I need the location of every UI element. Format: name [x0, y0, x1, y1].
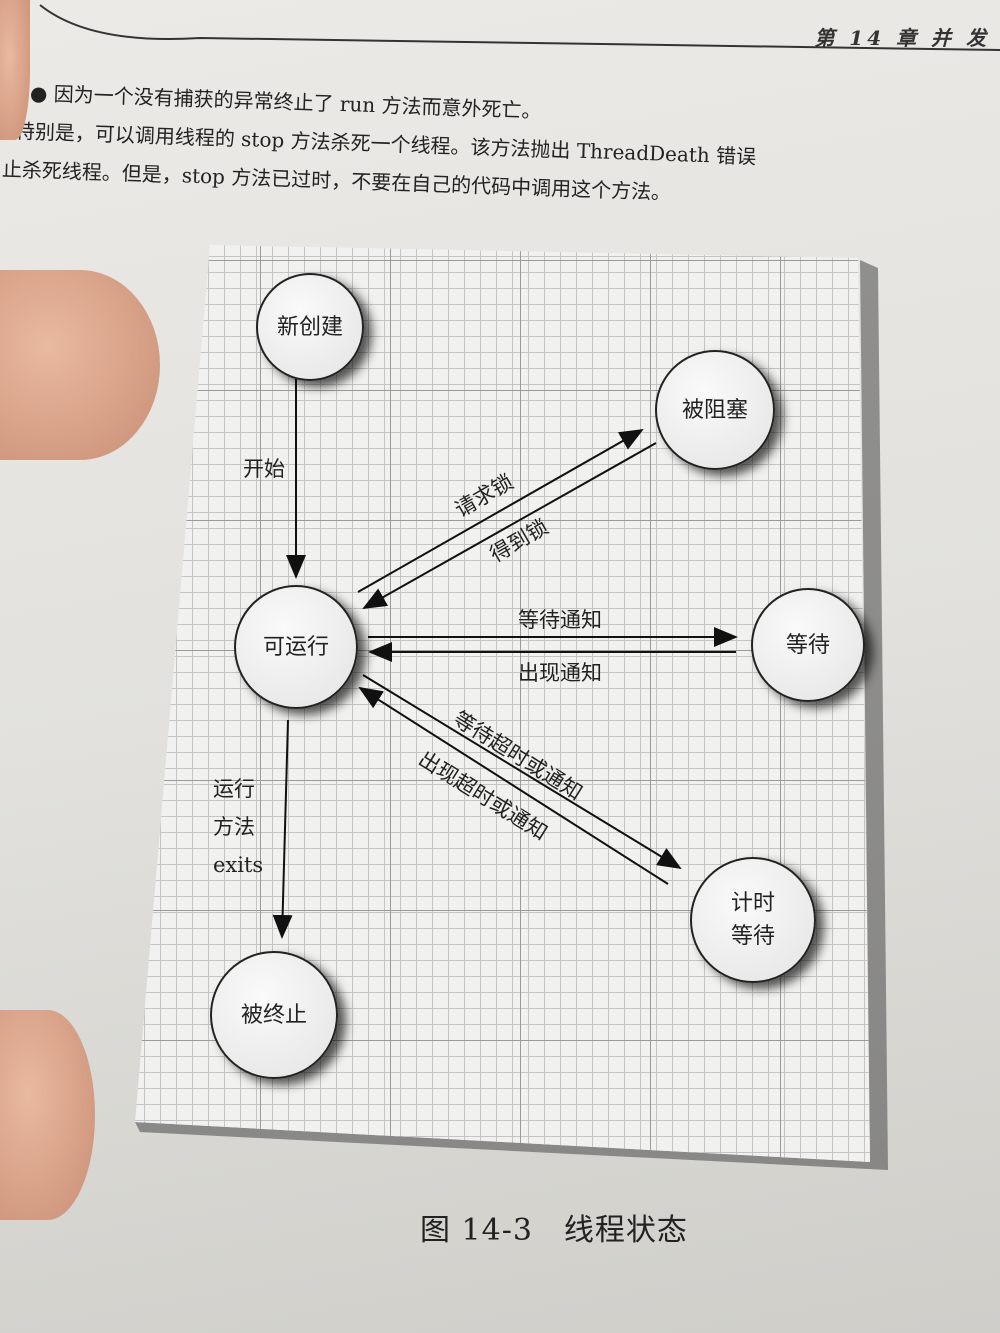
edge-run-exit: [272, 719, 293, 939]
finger-top: [0, 270, 160, 460]
node-blocked: 被阻塞: [655, 350, 775, 470]
label-run-exit-3: exits: [213, 853, 264, 877]
label-wait-notify: 等待通知: [518, 608, 602, 632]
header-rule: [39, 4, 1000, 51]
edge-wait-timeout: [362, 674, 682, 870]
finger-bottom: [0, 1010, 95, 1220]
node-timed-waiting: 计时等待: [690, 857, 816, 983]
edge-timeout-notified: [358, 686, 669, 885]
node-timed-line2: 等待: [730, 924, 775, 949]
label-start: 开始: [243, 457, 285, 481]
node-waiting: 等待: [751, 588, 865, 702]
finger-corner: [0, 0, 30, 140]
node-terminated: 被终止: [210, 951, 338, 1079]
label-run-exit-2: 方法: [213, 815, 255, 839]
label-run-exit-1: 运行: [213, 777, 255, 801]
label-run-exit: 运行 方法 exits: [213, 770, 263, 884]
label-notified: 出现通知: [518, 661, 602, 685]
node-new: 新创建: [256, 273, 364, 381]
node-runnable: 可运行: [234, 585, 358, 709]
edge-acquire-lock: [362, 442, 657, 609]
edge-request-lock: [357, 429, 644, 593]
running-head: 第 14 章 并 发: [814, 26, 990, 50]
node-timed-line1: 计时: [730, 891, 775, 916]
figure-caption: 图 14-3 线程状态: [420, 1213, 688, 1248]
